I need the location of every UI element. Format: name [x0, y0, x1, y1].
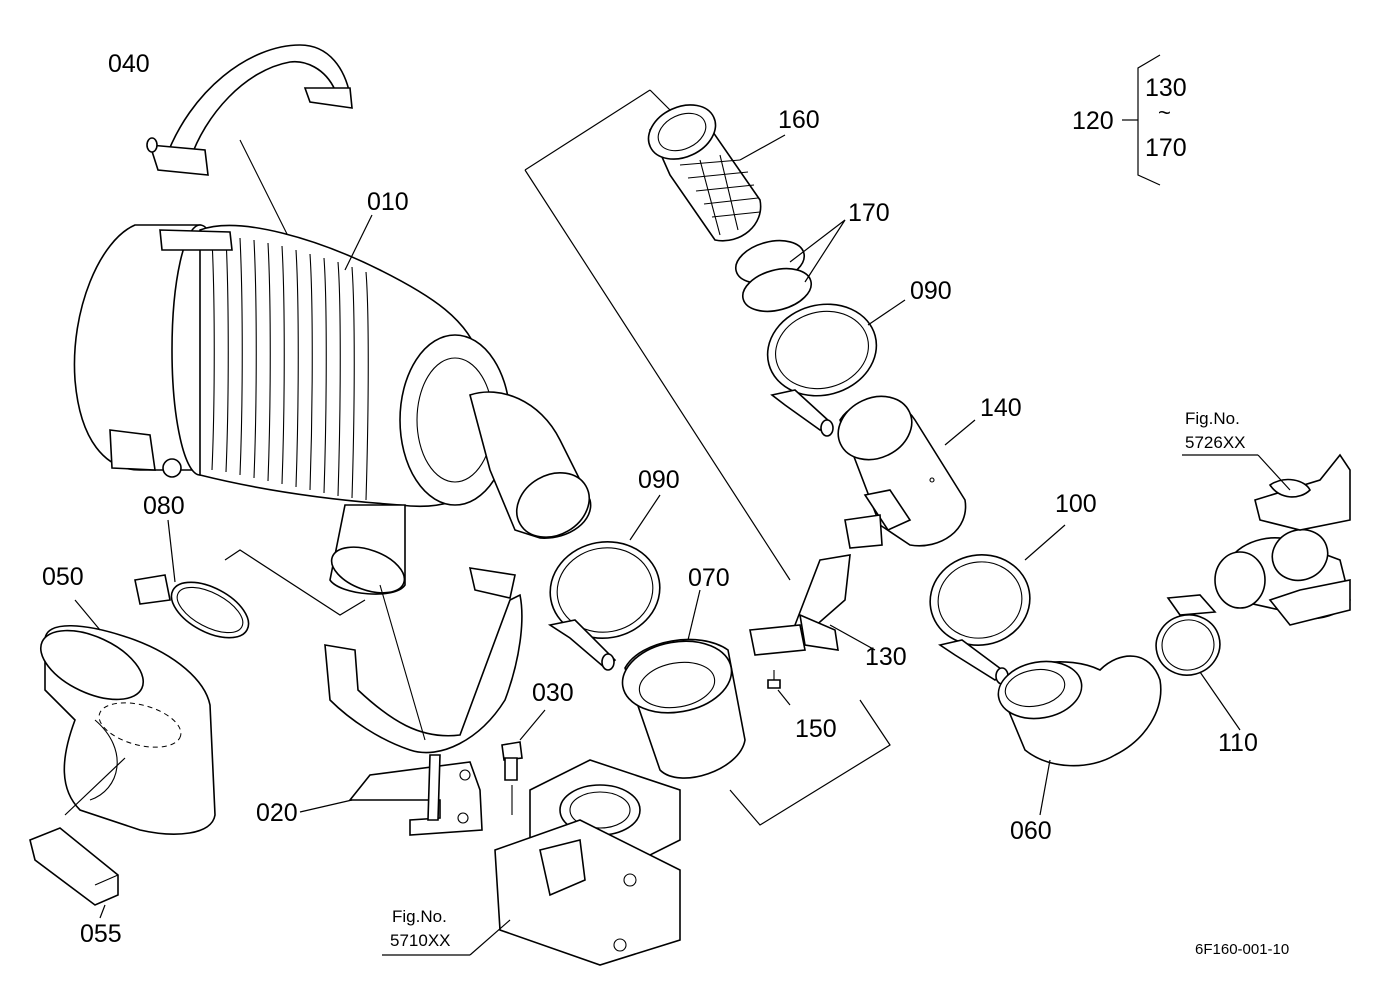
fig-ref-label-mount: Fig.No.	[392, 907, 447, 926]
fig-ref-label-turbo: Fig.No.	[1185, 409, 1240, 428]
part-label-060[interactable]: 060	[1010, 817, 1052, 845]
group-bracket-120	[1122, 55, 1160, 185]
hose-clamp-100	[923, 525, 1065, 684]
elbow-hose-060	[994, 655, 1161, 815]
hose-clamp-080	[135, 520, 365, 649]
group-range-end[interactable]: 170	[1145, 134, 1187, 162]
part-label-170[interactable]: 170	[848, 199, 890, 227]
group-range-start[interactable]: 130	[1145, 74, 1187, 102]
pad-055	[30, 758, 125, 918]
part-label-030[interactable]: 030	[532, 679, 574, 707]
air-cleaner-010	[74, 215, 600, 602]
part-label-090-upper[interactable]: 090	[910, 277, 952, 305]
hose-070	[617, 590, 745, 778]
part-label-070[interactable]: 070	[688, 564, 730, 592]
bracket-020	[300, 568, 522, 835]
assembly-frame	[525, 90, 890, 825]
o-rings-170	[731, 220, 845, 318]
part-label-055[interactable]: 055	[80, 920, 122, 948]
inlet-elbow-050	[30, 600, 215, 834]
part-label-050[interactable]: 050	[42, 563, 84, 591]
part-label-120[interactable]: 120	[1072, 107, 1114, 135]
part-label-080[interactable]: 080	[143, 492, 185, 520]
drawing-code: 6F160-001-10	[1195, 941, 1290, 958]
turbocharger-assembly	[1182, 455, 1350, 625]
group-range-tilde: ~	[1158, 100, 1171, 125]
hose-clamp-110	[1149, 595, 1240, 730]
part-label-140[interactable]: 140	[980, 394, 1022, 422]
part-label-150[interactable]: 150	[795, 715, 837, 743]
screw-150	[768, 670, 790, 705]
fig-ref-number-turbo[interactable]: 5726XX	[1185, 433, 1246, 452]
part-label-100[interactable]: 100	[1055, 490, 1097, 518]
part-label-020[interactable]: 020	[256, 799, 298, 827]
part-label-010[interactable]: 010	[367, 188, 409, 216]
hose-clamp-090-lower	[543, 495, 668, 670]
hose-clamp-090-upper	[757, 292, 905, 436]
bolt-030	[502, 710, 545, 815]
fig-ref-number-mount[interactable]: 5710XX	[390, 931, 451, 950]
sensor-130	[750, 515, 882, 655]
part-label-040[interactable]: 040	[108, 50, 150, 78]
band-clamp-040	[147, 45, 352, 260]
mount-plate	[382, 760, 680, 965]
filter-160	[640, 95, 785, 241]
part-label-090-lower[interactable]: 090	[638, 466, 680, 494]
part-label-130[interactable]: 130	[865, 643, 907, 671]
part-label-160[interactable]: 160	[778, 106, 820, 134]
part-label-110[interactable]: 110	[1218, 729, 1258, 757]
